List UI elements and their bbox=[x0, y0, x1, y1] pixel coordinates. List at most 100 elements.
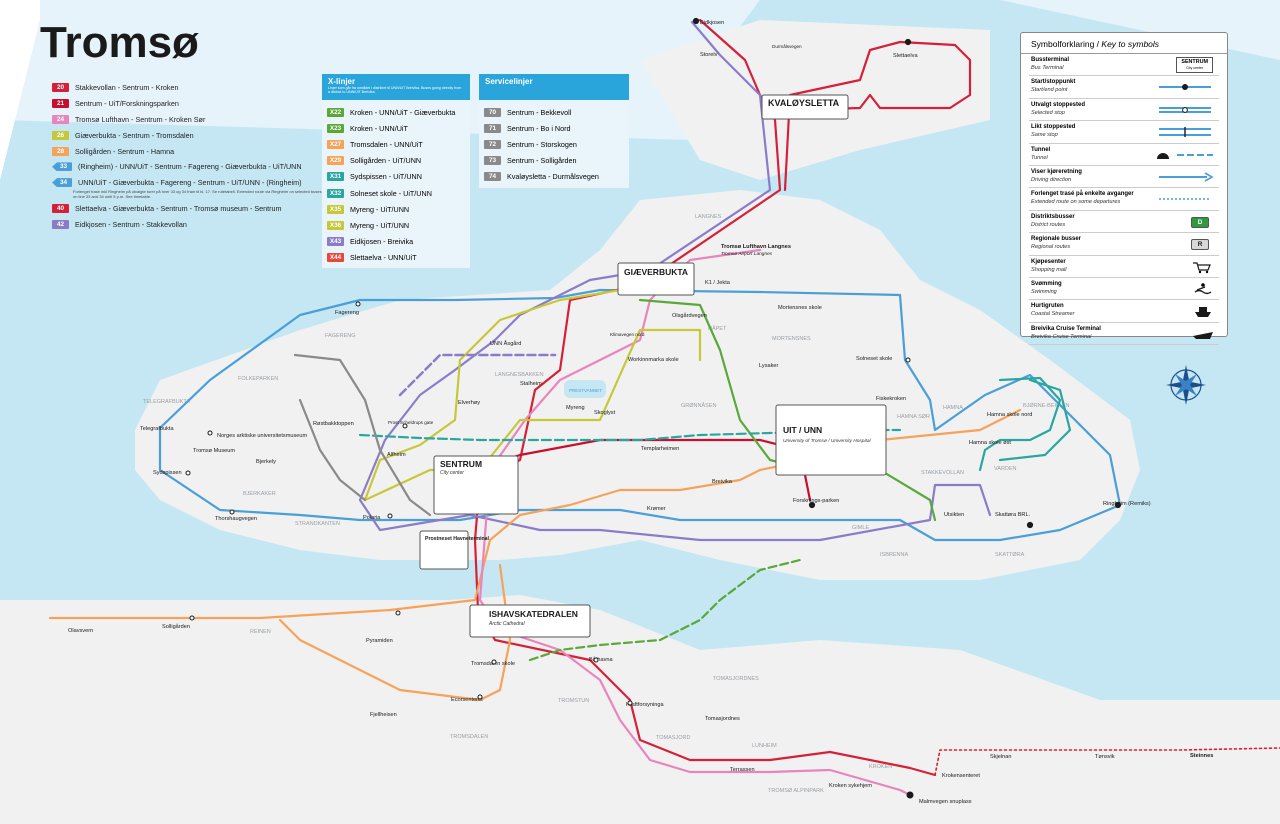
route-number-badge: 26 bbox=[52, 130, 69, 140]
key-label-en: Breivika Cruise Terminal bbox=[1031, 333, 1092, 340]
mainland-south bbox=[0, 595, 1280, 824]
line-x27 bbox=[278, 563, 512, 702]
direction-icon bbox=[1155, 169, 1215, 185]
stop-label: Bjerkely bbox=[256, 459, 276, 465]
stop-label: Tønsvik bbox=[1095, 754, 1115, 760]
stop-label: Tromsø Museum bbox=[193, 448, 235, 454]
terminal-kvaloysletta[interactable]: KVALØYSLETTA bbox=[761, 94, 849, 120]
terminal-prostneset[interactable]: Prostneset Havneterminal bbox=[419, 530, 490, 570]
key-label: Hurtigruten bbox=[1031, 303, 1064, 310]
regional-icon: R bbox=[1155, 236, 1215, 252]
terminal-ishavskatedralen[interactable]: ISHAVSKATEDRALEN Arctic Cathedral bbox=[469, 604, 591, 638]
route-item: 33(Ringheim) - UNN/UiT - Sentrum - Fager… bbox=[52, 159, 320, 175]
line-service bbox=[293, 353, 432, 517]
stop-label: Templarheimen bbox=[641, 446, 679, 452]
extended-icon bbox=[1155, 191, 1215, 207]
line-x22-tunnel bbox=[528, 558, 802, 662]
stop-label: Båthavna bbox=[589, 656, 614, 663]
map-title: Tromsø bbox=[40, 18, 199, 67]
stop-label: Myreng bbox=[566, 405, 585, 411]
terminal-name: KVALØYSLETTA bbox=[768, 98, 840, 108]
key-title-en: Key to symbols bbox=[1101, 39, 1160, 49]
key-label-en: Tunnel bbox=[1031, 154, 1048, 161]
stop-label: Terrassen bbox=[730, 767, 755, 773]
terminal-sub: City center bbox=[440, 470, 464, 476]
stop-label: Olsgårdvegen bbox=[672, 312, 707, 319]
key-label-en: Same stop bbox=[1031, 132, 1058, 139]
route-description: Myreng - UiT/UNN bbox=[350, 220, 410, 230]
stop-label: Steinnes bbox=[1190, 753, 1213, 759]
area-label: TROMSDALEN bbox=[450, 734, 488, 740]
route-number-badge: 20 bbox=[52, 83, 69, 93]
line-40 bbox=[783, 40, 972, 192]
terminal-uit[interactable]: UIT / UNN University of Tromsø / Univers… bbox=[775, 404, 887, 476]
terminal-sub: University of Tromsø / University Hospit… bbox=[783, 438, 872, 444]
route-number-badge: 28 bbox=[52, 146, 69, 156]
terminal-sentrum[interactable]: SENTRUM City center bbox=[433, 455, 519, 515]
key-label-en: Regional routes bbox=[1031, 244, 1071, 251]
route-description: Slettaelva - UNN/UiT bbox=[350, 253, 417, 263]
stop-label: Olavsvern bbox=[68, 628, 93, 634]
x-lines-subtitle: Linjer som går fra området i distriktet … bbox=[328, 86, 462, 95]
stop-label: Tomasjordnes bbox=[705, 716, 740, 722]
stop-labels: Eidkjosen Storelv Durmålsvegen Slettaelv… bbox=[68, 20, 1213, 805]
route-description: Sentrum - Bekkevoll bbox=[507, 107, 572, 117]
route-description: Myreng - UiT/UNN bbox=[350, 204, 410, 214]
stop-label: Kraftforsyninga bbox=[626, 702, 665, 708]
key-label: Start/stoppunkt bbox=[1031, 79, 1076, 86]
route-type-badge: D bbox=[1191, 216, 1209, 228]
line-28 bbox=[48, 408, 1022, 620]
terminal-sample-sub: City center bbox=[1186, 66, 1204, 70]
area-label: GRØNNÅSEN bbox=[681, 402, 716, 409]
route-number-badge: X27 bbox=[327, 139, 344, 149]
route-number-badge: X22 bbox=[327, 107, 344, 117]
route-number-badge: 73 bbox=[484, 156, 501, 166]
route-description: Kroken - UNN/UiT bbox=[350, 123, 408, 133]
x-lines-panel: X-linjer Linjer som går fra området i di… bbox=[322, 74, 470, 268]
key-label-en: Driving direction bbox=[1031, 176, 1072, 183]
area-label: BJØRNE-BEKKEN bbox=[1023, 403, 1069, 409]
key-label: Breivika Cruise Terminal bbox=[1031, 325, 1101, 332]
stop-label: Mortensnes skole bbox=[778, 305, 822, 311]
stop-label: Solneset skole bbox=[856, 356, 892, 362]
stop-label: Ecorsenteret bbox=[451, 697, 483, 703]
key-label: Bussterminal bbox=[1031, 57, 1070, 63]
area-label: LUNHEIM bbox=[752, 743, 777, 749]
route-number-badge: 21 bbox=[52, 99, 69, 109]
area-label: VARDEN bbox=[994, 466, 1017, 472]
terminal-name: Prostneset Havneterminal bbox=[425, 536, 490, 542]
stop-label: Forsknings-parken bbox=[793, 498, 839, 504]
stop-label: Krokensenteret bbox=[942, 773, 980, 779]
terminal-giaeverbukta[interactable]: GIÆVERBUKTA bbox=[617, 262, 695, 296]
key-label-en: Extended route on some departures bbox=[1031, 199, 1121, 206]
stop-label: Solligården bbox=[162, 623, 190, 630]
area-label: TROMSØ ALPINPARK bbox=[768, 788, 824, 794]
stop-label: Krømer bbox=[647, 506, 666, 512]
route-number-badge: 33 bbox=[52, 162, 72, 172]
stop-label: Norges arktiske universitetsmuseum bbox=[217, 433, 307, 439]
area-label: TELEGRAFBUKTA bbox=[143, 399, 190, 405]
route-description: Solneset skole - UiT/UNN bbox=[350, 188, 432, 198]
key-label: Regionale busser bbox=[1031, 236, 1082, 243]
area-label: LANGNES bbox=[695, 214, 722, 220]
